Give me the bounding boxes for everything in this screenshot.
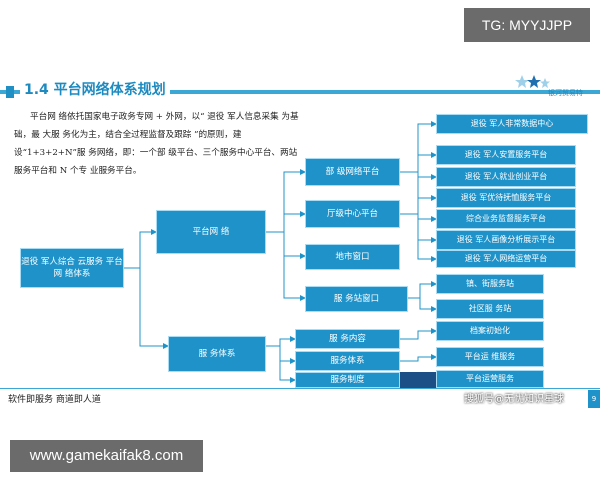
page-title: 1.4 平台网络体系规划 xyxy=(20,80,170,100)
right-item-box: 综合业务监督服务平台 xyxy=(436,209,576,229)
right-item-box: 退役 军人就业创业平台 xyxy=(436,167,576,187)
platform-network-box: 平台网 络 xyxy=(156,210,266,254)
brand-text: 银河贸易特 xyxy=(548,89,583,97)
watermark-top: TG: MYYJJPP xyxy=(464,8,590,42)
right-item-box: 退役 军人网络运营平台 xyxy=(436,250,576,268)
header-rule xyxy=(0,90,600,94)
ministry-platform-box: 部 级网络平台 xyxy=(305,158,400,186)
footer-rule xyxy=(0,388,600,389)
footer-slogan: 软件即服务 商道即人道 xyxy=(8,395,101,405)
right-item-box: 退役 军人安置服务平台 xyxy=(436,145,576,165)
watermark-bottom: www.gamekaifak8.com xyxy=(10,440,203,472)
service-system-box: 服 务体系 xyxy=(168,336,266,372)
right-item-box: 平台运 维服务 xyxy=(436,347,544,367)
right-item-box: 社区服 务站 xyxy=(436,299,544,319)
service-policy-box: 服务制度 xyxy=(295,372,400,388)
header-bullet xyxy=(6,86,14,98)
station-window-box: 服 务站窗口 xyxy=(305,286,408,312)
provincial-center-box: 厅级中心平台 xyxy=(305,200,400,228)
intro-paragraph: 平台网 络依托国家电子政务专网 + 外网，以“ 退役 军人信息采集 为基础，最 … xyxy=(14,112,299,176)
service-content-box: 服 务内容 xyxy=(295,329,400,349)
city-window-box: 地市窗口 xyxy=(305,244,400,270)
page-number: 9 xyxy=(588,390,600,408)
right-item-box: 退役 军人画像分析展示平台 xyxy=(436,230,576,250)
right-item-box: 平台运营服务 xyxy=(436,370,544,388)
source-credit: 搜狐号@无忧知识星球 xyxy=(464,394,564,405)
root-box: 退役 军人综合 云服务 平台网 络体系 xyxy=(20,248,124,288)
right-item-box: 退役 军人非常数据中心 xyxy=(436,114,588,134)
slide: 1.4 平台网络体系规划 银河贸易特 平台网 络依托国家电子政务专网 + 外网，… xyxy=(0,75,600,408)
right-item-box: 镇、街服务站 xyxy=(436,274,544,294)
right-item-box: 退役 军优待抚恤服务平台 xyxy=(436,188,576,208)
stars-logo-icon xyxy=(515,75,550,88)
connector-lines xyxy=(124,121,437,383)
right-item-box: 档案初始化 xyxy=(436,321,544,341)
service-system2-box: 服务体系 xyxy=(295,351,400,371)
dark-band xyxy=(400,372,436,388)
